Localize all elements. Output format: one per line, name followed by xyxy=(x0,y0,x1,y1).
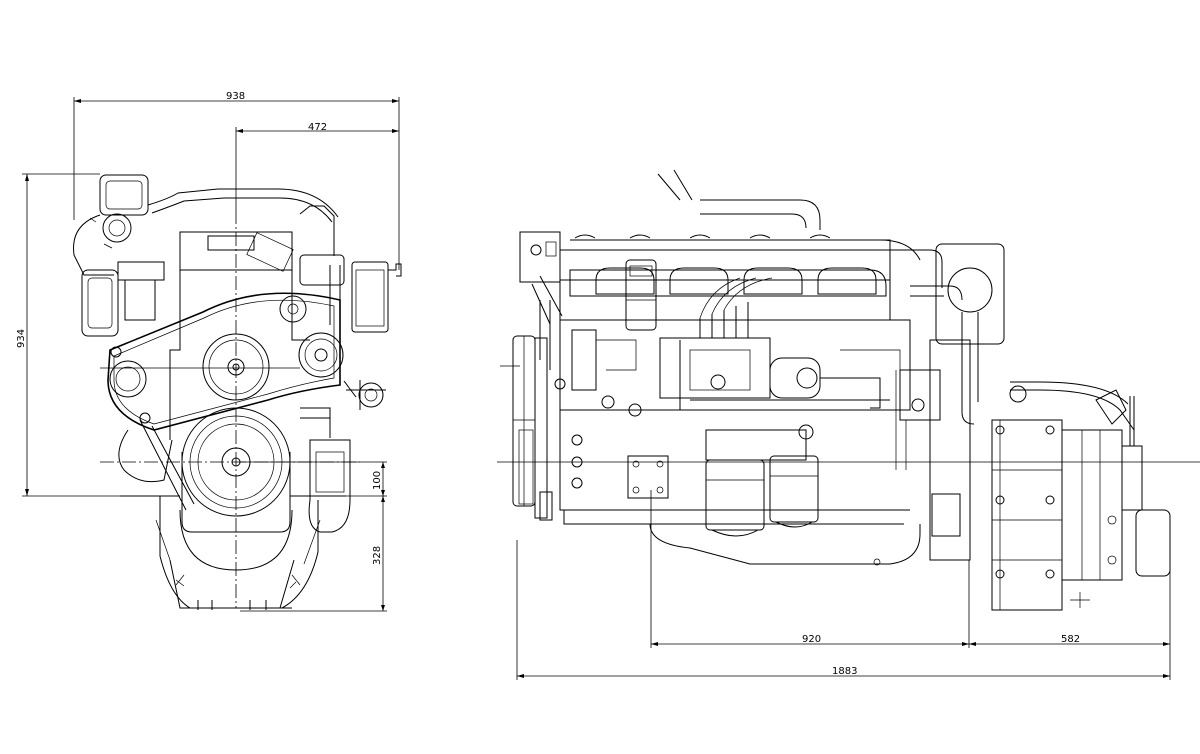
gearbox xyxy=(1061,389,1171,608)
dimension-100-328: 100 328 xyxy=(240,461,387,612)
dimension-934: 934 xyxy=(16,173,120,497)
front-lower-block xyxy=(118,380,386,610)
dim-934-label: 934 xyxy=(16,329,27,348)
front-view: 938 472 934 100 328 xyxy=(16,91,402,612)
cylinder-head xyxy=(519,231,911,411)
dim-582-label: 582 xyxy=(1061,634,1080,645)
fuel-filter-top xyxy=(625,259,657,331)
side-front-pulley xyxy=(512,335,553,521)
oil-filters xyxy=(705,424,819,537)
dim-1883-label: 1883 xyxy=(832,666,857,677)
dimension-1883: 1883 xyxy=(516,530,1171,680)
dim-938-label: 938 xyxy=(226,91,245,102)
side-view: 1883 920 582 xyxy=(497,169,1200,680)
dim-920-label: 920 xyxy=(802,634,821,645)
exhaust-manifold xyxy=(531,169,943,370)
dimension-582: 582 xyxy=(969,634,1170,646)
dim-328-label: 328 xyxy=(372,546,383,565)
dimension-920: 920 xyxy=(650,490,970,648)
oil-pan xyxy=(649,523,921,566)
dim-100-label: 100 xyxy=(372,471,383,490)
front-upper-block xyxy=(169,205,402,440)
flywheel-housing xyxy=(910,243,1135,611)
dimension-938: 938 xyxy=(73,91,400,270)
turbocharger xyxy=(73,174,339,337)
pulleys-belt xyxy=(107,292,344,533)
injection-pump xyxy=(659,277,901,410)
dim-472-label: 472 xyxy=(308,122,327,133)
dimension-472: 472 xyxy=(235,122,399,210)
engine-block xyxy=(554,329,941,525)
